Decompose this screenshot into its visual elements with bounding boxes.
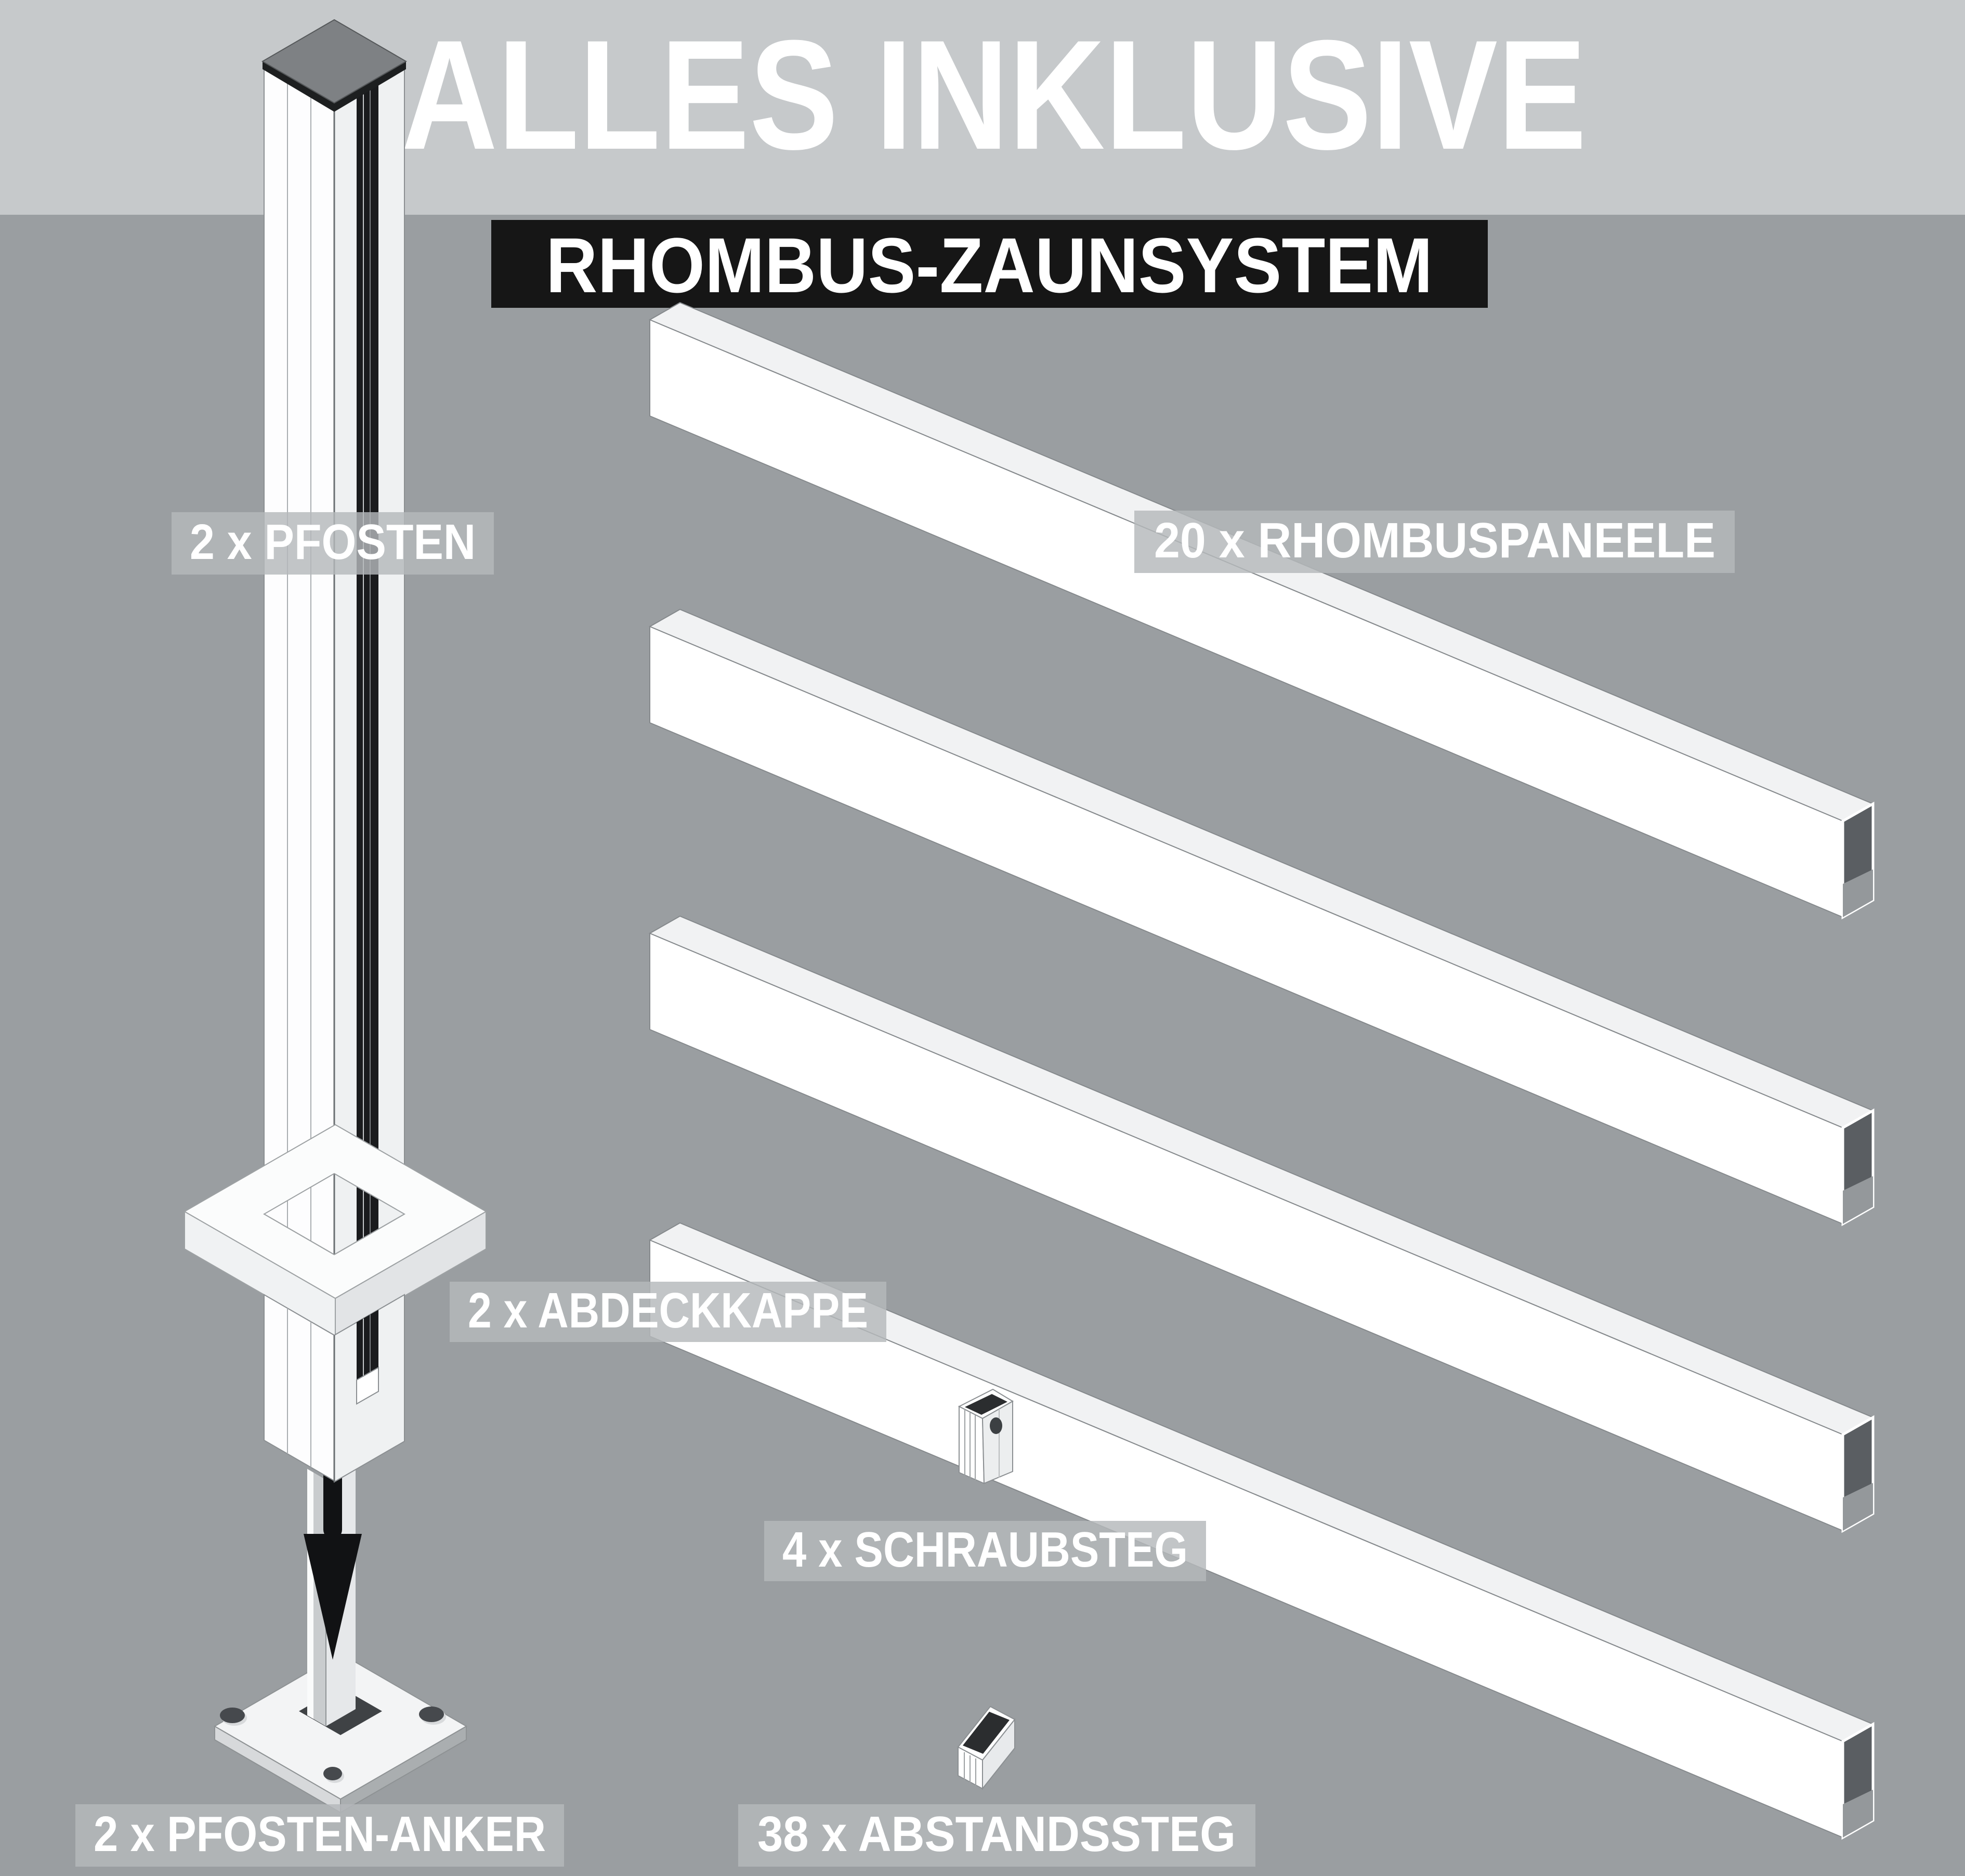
label-schraubsteg: 4 x SCHRAUBSTEG (764, 1521, 1206, 1581)
label-pfosten: 2 x PFOSTEN (172, 512, 494, 575)
panel-3 (648, 915, 1875, 1533)
banner-background (491, 220, 1488, 308)
post (183, 19, 488, 1814)
label-abdeckkappe-text: 2 x ABDECKKAPPE (468, 1283, 868, 1338)
post-upper-body (264, 67, 405, 1256)
label-abstandssteg: 38 x ABSTANDSSTEG (738, 1804, 1255, 1867)
post-anchor-plate (214, 1652, 467, 1814)
rhombus-panels (648, 302, 1875, 1840)
anchor-bolt-hole-right (419, 1706, 446, 1725)
label-rhombuspaneele-text: 20 x RHOMBUSPANEELE (1154, 513, 1715, 568)
labels: 2 x PFOSTEN 20 x RHOMBUSPANEELE 2 x ABDE… (75, 511, 1735, 1867)
label-abstandssteg-text: 38 x ABSTANDSSTEG (757, 1806, 1236, 1862)
label-pfosten-anker-text: 2 x PFOSTEN-ANKER (94, 1806, 546, 1862)
groove-end-bracket (356, 1366, 379, 1405)
post-groove (357, 83, 378, 1242)
abstandssteg-part (957, 1705, 1016, 1790)
label-pfosten-anker: 2 x PFOSTEN-ANKER (75, 1804, 564, 1867)
page-title: ALLES INKLUSIVE (401, 7, 1587, 182)
label-schraubsteg-text: 4 x SCHRAUBSTEG (782, 1522, 1188, 1578)
label-abdeckkappe: 2 x ABDECKKAPPE (450, 1282, 886, 1342)
schraubsteg-screw-hole (990, 1417, 1002, 1434)
label-pfosten-text: 2 x PFOSTEN (190, 514, 476, 570)
banner-title: RHOMBUS-ZAUNSYSTEM (546, 222, 1433, 309)
banner: RHOMBUS-ZAUNSYSTEM (491, 220, 1488, 309)
anchor-bolt-hole-left (220, 1708, 247, 1726)
schraubsteg-part (958, 1388, 1014, 1484)
panel-2 (648, 608, 1875, 1227)
panel-4 (648, 1222, 1875, 1840)
anchor-bolt-hole-front (323, 1767, 344, 1783)
post-below-collar (264, 1294, 405, 1483)
cover-cap (183, 1124, 488, 1336)
post-cap (261, 19, 407, 112)
label-rhombuspaneele: 20 x RHOMBUSPANEELE (1134, 511, 1735, 573)
